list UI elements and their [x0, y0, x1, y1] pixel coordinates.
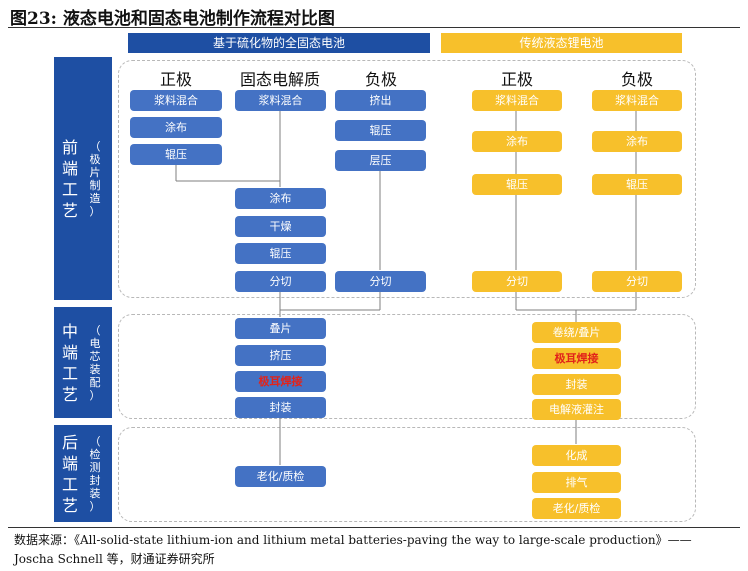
liquid-positive-step-4: 分切 — [472, 271, 562, 292]
liquid-mid-step-1: 卷绕/叠片 — [532, 322, 621, 343]
stage-front: 前端工艺 （极片制造） — [54, 57, 112, 300]
col-solid-positive: 正极 — [159, 70, 192, 89]
solid-merged-step-3: 辊压 — [235, 243, 326, 264]
liquid-back-step-1: 化成 — [532, 445, 621, 466]
solid-merged-step-4: 分切 — [235, 271, 326, 292]
solid-negative-step-1: 挤出 — [335, 90, 426, 111]
liquid-back-step-3: 老化/质检 — [532, 498, 621, 519]
liquid-negative-step-2: 涂布 — [592, 131, 682, 152]
header-solid-state: 基于硫化物的全固态电池 — [128, 33, 430, 53]
solid-back-step-1: 老化/质检 — [235, 466, 326, 487]
solid-mid-step-2: 挤压 — [235, 345, 326, 366]
col-solid-negative: 负极 — [364, 70, 397, 89]
solid-negative-step-2: 辊压 — [335, 120, 426, 141]
liquid-negative-step-3: 辊压 — [592, 174, 682, 195]
middle-stage-region — [118, 314, 696, 419]
stage-back-name: 后端工艺 — [61, 432, 78, 515]
liquid-positive-step-1: 浆料混合 — [472, 90, 562, 111]
liquid-mid-step-3: 封装 — [532, 374, 621, 395]
solid-electrolyte-step-1: 浆料混合 — [235, 90, 326, 111]
solid-positive-step-3: 辊压 — [130, 144, 222, 165]
bottom-rule — [8, 527, 740, 528]
liquid-positive-step-3: 辊压 — [472, 174, 562, 195]
solid-merged-step-2: 干燥 — [235, 216, 326, 237]
solid-positive-step-2: 涂布 — [130, 117, 222, 138]
solid-negative-cut: 分切 — [335, 271, 426, 292]
liquid-mid-step-4: 电解液灌注 — [532, 399, 621, 420]
stage-back-note: （检测封装） — [89, 434, 101, 513]
liquid-positive-step-2: 涂布 — [472, 131, 562, 152]
solid-merged-step-1: 涂布 — [235, 188, 326, 209]
col-solid-electrolyte: 固态电解质 — [239, 70, 320, 89]
col-liquid-positive: 正极 — [500, 70, 533, 89]
source-line-1: 数据来源：《All-solid-state lithium-ion and li… — [14, 533, 692, 547]
stage-middle-note: （电芯装配） — [89, 323, 101, 402]
stage-middle-name: 中端工艺 — [61, 321, 78, 404]
stage-front-note: （极片制造） — [89, 139, 101, 218]
top-rule — [8, 27, 740, 28]
liquid-mid-step-2: 极耳焊接 — [532, 348, 621, 369]
stage-middle: 中端工艺 （电芯装配） — [54, 307, 112, 418]
solid-negative-step-3: 层压 — [335, 150, 426, 171]
back-stage-region — [118, 427, 696, 522]
solid-mid-step-3: 极耳焊接 — [235, 371, 326, 392]
solid-positive-step-1: 浆料混合 — [130, 90, 222, 111]
source-line-2: Joscha Schnell 等，财通证券研究所 — [14, 552, 215, 566]
liquid-back-step-2: 排气 — [532, 472, 621, 493]
liquid-negative-step-1: 浆料混合 — [592, 90, 682, 111]
stage-back: 后端工艺 （检测封装） — [54, 425, 112, 522]
front-stage-region — [118, 60, 696, 298]
liquid-negative-step-4: 分切 — [592, 271, 682, 292]
solid-mid-step-1: 叠片 — [235, 318, 326, 339]
figure-title: 图23: 液态电池和固态电池制作流程对比图 — [10, 9, 335, 29]
solid-mid-step-4: 封装 — [235, 397, 326, 418]
stage-front-name: 前端工艺 — [61, 137, 78, 220]
col-liquid-negative: 负极 — [620, 70, 653, 89]
header-liquid: 传统液态锂电池 — [441, 33, 682, 53]
